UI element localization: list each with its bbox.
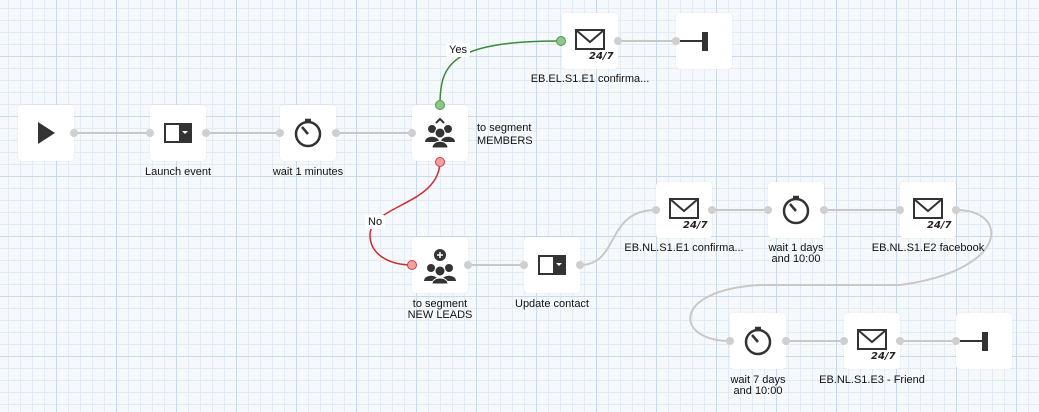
node-label-line1: to segment [477, 122, 532, 134]
envelope-icon [575, 29, 605, 50]
node-label: EB.EL.S1.E1 confirma... [530, 73, 650, 85]
timer-icon [294, 118, 322, 148]
output-port[interactable] [202, 129, 210, 137]
input-port[interactable] [556, 36, 566, 46]
node-label-line2: and 10:00 [733, 385, 783, 397]
envelope-icon [913, 198, 943, 219]
schedule-badge: 24/7 [927, 220, 952, 231]
play-icon [38, 122, 55, 144]
output-port[interactable] [614, 37, 622, 45]
update-contact-node[interactable] [524, 237, 580, 293]
input-port[interactable] [672, 37, 680, 45]
add-user-icon [424, 249, 456, 285]
yes-branch-line [439, 40, 561, 106]
end-node[interactable] [956, 313, 1012, 369]
node-label-line2: MEMBERS [477, 135, 533, 147]
output-port[interactable] [896, 337, 904, 345]
output-port[interactable] [952, 206, 960, 214]
input-port[interactable] [146, 129, 154, 137]
output-port[interactable] [464, 261, 472, 269]
envelope-icon [857, 329, 887, 350]
connector-line [689, 209, 993, 342]
end-flow-icon [960, 332, 988, 351]
output-port[interactable] [576, 261, 584, 269]
input-port[interactable] [764, 206, 772, 214]
no-branch-line [369, 160, 441, 266]
schedule-badge: 24/7 [871, 351, 896, 362]
contact-card-icon [164, 123, 192, 143]
timer-icon [782, 195, 810, 225]
no-output-port[interactable] [435, 157, 445, 167]
node-label: Launch event [144, 166, 212, 178]
timer-icon [744, 326, 772, 356]
yes-branch-label[interactable]: Yes [446, 43, 470, 57]
email-nl-e2-node[interactable]: 24/7 [900, 182, 956, 238]
output-port[interactable] [332, 129, 340, 137]
node-label: Update contact [515, 298, 589, 310]
wait-1-minutes-node[interactable] [280, 105, 336, 161]
schedule-badge: 24/7 [683, 220, 708, 231]
input-port[interactable] [652, 206, 660, 214]
input-port[interactable] [840, 337, 848, 345]
email-nl-e1-node[interactable]: 24/7 [656, 182, 712, 238]
segment-new-leads-node[interactable] [412, 237, 468, 293]
input-port[interactable] [896, 206, 904, 214]
node-label: EB.NL.S1.E2 facebook [871, 242, 985, 254]
input-port[interactable] [520, 261, 528, 269]
node-label-line2: and 10:00 [771, 253, 821, 265]
input-port[interactable] [726, 337, 734, 345]
node-label-line1: wait 7 days [730, 374, 786, 386]
output-port[interactable] [70, 129, 78, 137]
start-node[interactable] [18, 105, 74, 161]
node-label-line2: NEW LEADS [407, 309, 473, 321]
contact-card-icon [538, 255, 566, 275]
input-port[interactable] [407, 260, 417, 270]
envelope-icon [669, 198, 699, 219]
input-port[interactable] [408, 129, 416, 137]
node-label: EB.NL.S1.E3 - Friend [819, 374, 925, 386]
input-port[interactable] [952, 337, 960, 345]
schedule-badge: 24/7 [589, 51, 614, 62]
email-el-e1-node[interactable]: 24/7 [562, 13, 618, 69]
node-label: EB.NL.S1.E1 confirma... [624, 242, 744, 254]
end-flow-icon [680, 32, 708, 51]
wait-1-day-node[interactable] [768, 182, 824, 238]
output-port[interactable] [820, 206, 828, 214]
output-port[interactable] [782, 337, 790, 345]
node-label-line1: to segment [412, 298, 468, 310]
output-port[interactable] [708, 206, 716, 214]
node-label: wait 1 minutes [272, 166, 344, 178]
input-port[interactable] [276, 129, 284, 137]
segment-members-node[interactable] [412, 105, 468, 161]
launch-event-node[interactable] [150, 105, 206, 161]
no-branch-label[interactable]: No [365, 215, 386, 229]
node-label-line1: wait 1 days [768, 242, 824, 254]
end-node[interactable] [676, 13, 732, 69]
segment-users-icon [425, 117, 455, 149]
connector-line [579, 209, 657, 266]
wait-7-days-node[interactable] [730, 313, 786, 369]
email-nl-e3-node[interactable]: 24/7 [844, 313, 900, 369]
yes-output-port[interactable] [435, 100, 445, 110]
